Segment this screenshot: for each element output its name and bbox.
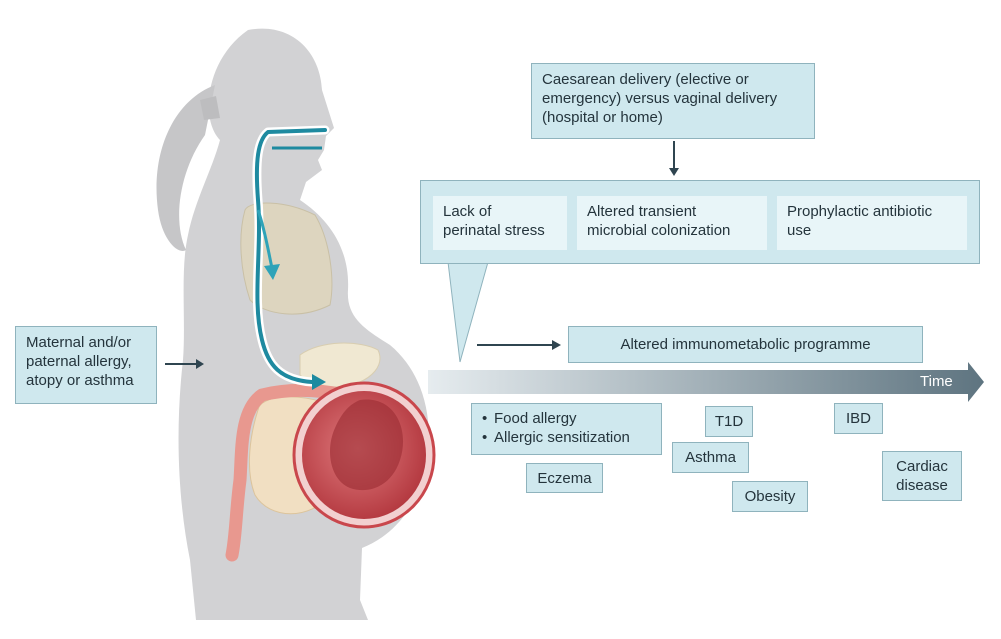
stress-line-1: Lack of	[443, 203, 492, 220]
parental-line-1: Maternal and/or	[26, 334, 132, 351]
ibd-box: IBD	[834, 403, 883, 434]
eczema-box: Eczema	[526, 463, 603, 493]
time-axis	[428, 362, 984, 402]
immunometabolic-programme-box: Altered immunometabolic programme	[568, 326, 923, 363]
parental-line-3: atopy or asthma	[26, 372, 134, 389]
delivery-line-3: (hospital or home)	[542, 109, 663, 126]
obesity-label: Obesity	[744, 488, 796, 505]
antibiotic-use-box: Prophylactic antibiotic use	[777, 196, 967, 250]
ponytail	[156, 85, 215, 251]
large-intestine	[225, 384, 352, 562]
food-allergy-box: Food allergy Allergic sensitization	[471, 403, 662, 455]
colonization-line-2: microbial colonization	[587, 222, 731, 239]
digestive-tract-line	[254, 128, 327, 384]
t1d-box: T1D	[705, 406, 753, 437]
cardiac-line-2: disease	[896, 477, 948, 494]
colonization-line-1: Altered transient	[587, 203, 697, 220]
delivery-mode-box: Caesarean delivery (elective or emergenc…	[531, 63, 815, 139]
cardiac-line-1: Cardiac	[896, 458, 948, 475]
asthma-label: Asthma	[685, 449, 736, 466]
food-allergy-item: Food allergy	[482, 409, 651, 428]
antibiotic-line-2: use	[787, 222, 812, 239]
cardiac-disease-box: Cardiac disease	[882, 451, 962, 501]
microbial-colonization-box: Altered transient microbial colonization	[577, 196, 767, 250]
hair-tie	[200, 96, 220, 120]
perinatal-stress-box: Lack of perinatal stress	[433, 196, 567, 250]
eczema-label: Eczema	[537, 470, 592, 487]
t1d-label: T1D	[714, 413, 744, 430]
ibd-label: IBD	[845, 410, 871, 427]
time-axis-label: Time	[920, 373, 953, 390]
parental-allergy-box: Maternal and/or paternal allergy, atopy …	[15, 326, 157, 404]
delivery-line-1: Caesarean delivery (elective or	[542, 71, 749, 88]
obesity-box: Obesity	[732, 481, 808, 512]
callout-tail	[447, 261, 489, 363]
asthma-box: Asthma	[672, 442, 749, 473]
factors-callout: Lack of perinatal stress Altered transie…	[420, 180, 980, 264]
allergic-sensitization-item: Allergic sensitization	[482, 428, 651, 447]
stress-line-2: perinatal stress	[443, 222, 545, 239]
delivery-line-2: emergency) versus vaginal delivery	[542, 90, 778, 107]
programme-label: Altered immunometabolic programme	[620, 336, 871, 353]
antibiotic-line-1: Prophylactic antibiotic	[787, 203, 933, 220]
parental-line-2: paternal allergy,	[26, 353, 132, 370]
